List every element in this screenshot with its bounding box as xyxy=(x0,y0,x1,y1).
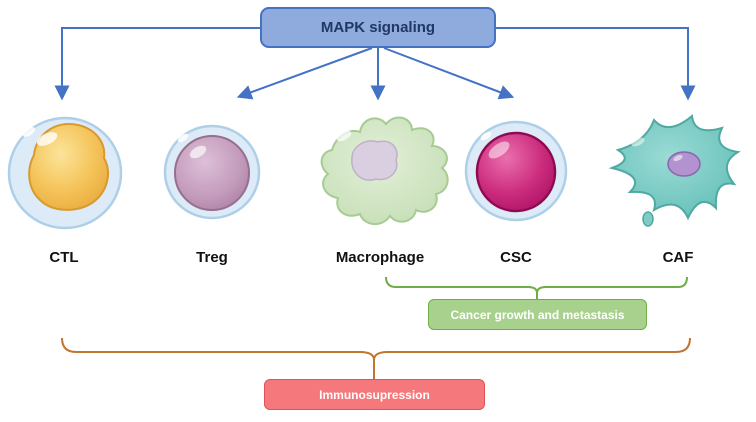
arrow-to-ctl xyxy=(54,27,260,101)
csc-cell-icon xyxy=(464,120,568,222)
mapk-arrows xyxy=(54,27,696,101)
caf-cell-icon xyxy=(608,114,741,227)
mapk-signaling-label: MAPK signaling xyxy=(320,19,436,36)
cell-label-csc: CSC xyxy=(500,248,532,266)
arrow-to-csc xyxy=(383,47,515,100)
ctl-cell-icon xyxy=(7,116,123,230)
cell-label-macrophage: Macrophage xyxy=(335,248,425,266)
arrow-to-treg xyxy=(236,47,373,100)
immunosuppression-box: Immunosupression xyxy=(264,379,485,410)
cancer-growth-label: Cancer growth and metastasis xyxy=(450,307,625,322)
cancer-growth-box: Cancer growth and metastasis xyxy=(428,299,647,330)
treg-cell-icon xyxy=(163,124,261,220)
cell-label-treg: Treg xyxy=(196,248,228,266)
arrow-to-caf xyxy=(496,27,696,101)
cancer-growth-brace xyxy=(385,276,688,299)
cell-label-caf: CAF xyxy=(662,248,694,266)
immunosuppression-brace xyxy=(61,337,691,379)
immunosuppression-label: Immunosupression xyxy=(319,387,430,402)
mapk-signaling-box: MAPK signaling xyxy=(260,7,496,48)
cell-label-ctl: CTL xyxy=(49,248,79,266)
macrophage-cell-icon xyxy=(320,116,449,225)
